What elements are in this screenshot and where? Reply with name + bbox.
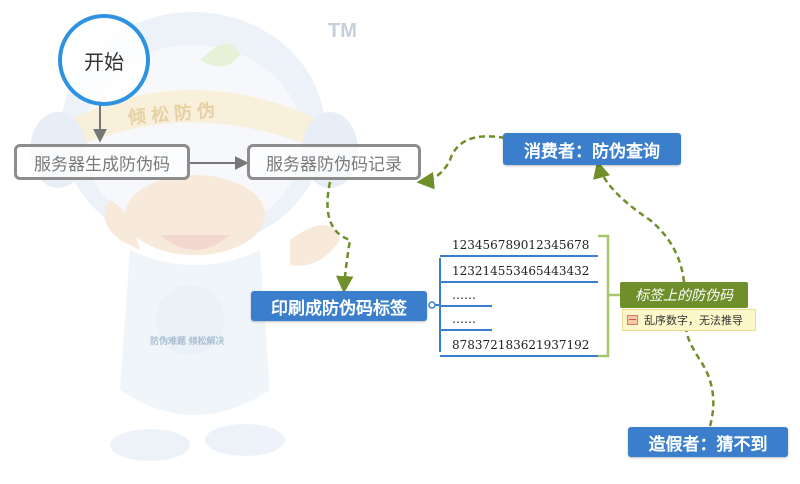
consumer-query-box[interactable]: 消费者：防伪查询: [503, 133, 681, 165]
code-item: 123456789012345678: [440, 235, 598, 257]
code-item: ……: [440, 309, 492, 331]
note-text: 乱序数字，无法推导: [644, 314, 743, 327]
code-item: ……: [440, 285, 492, 307]
trademark-text: TM: [328, 20, 357, 42]
label-code-box[interactable]: 标签上的防伪码: [620, 282, 748, 308]
label-note: 乱序数字，无法推导: [622, 309, 756, 331]
note-icon: [627, 315, 638, 325]
code-item: 878372183621937192: [440, 335, 598, 357]
code-item: 123214553465443432: [440, 261, 598, 283]
slogan-text: 防伪难题 倾松解决: [150, 336, 225, 346]
generate-code-box[interactable]: 服务器生成防伪码: [14, 144, 190, 180]
code-record-box[interactable]: 服务器防伪码记录: [247, 144, 421, 180]
start-node[interactable]: 开始: [58, 14, 150, 106]
print-label-box[interactable]: 印刷成防伪码标签: [251, 291, 427, 321]
counterfeiter-box[interactable]: 造假者：猜不到: [628, 427, 788, 457]
